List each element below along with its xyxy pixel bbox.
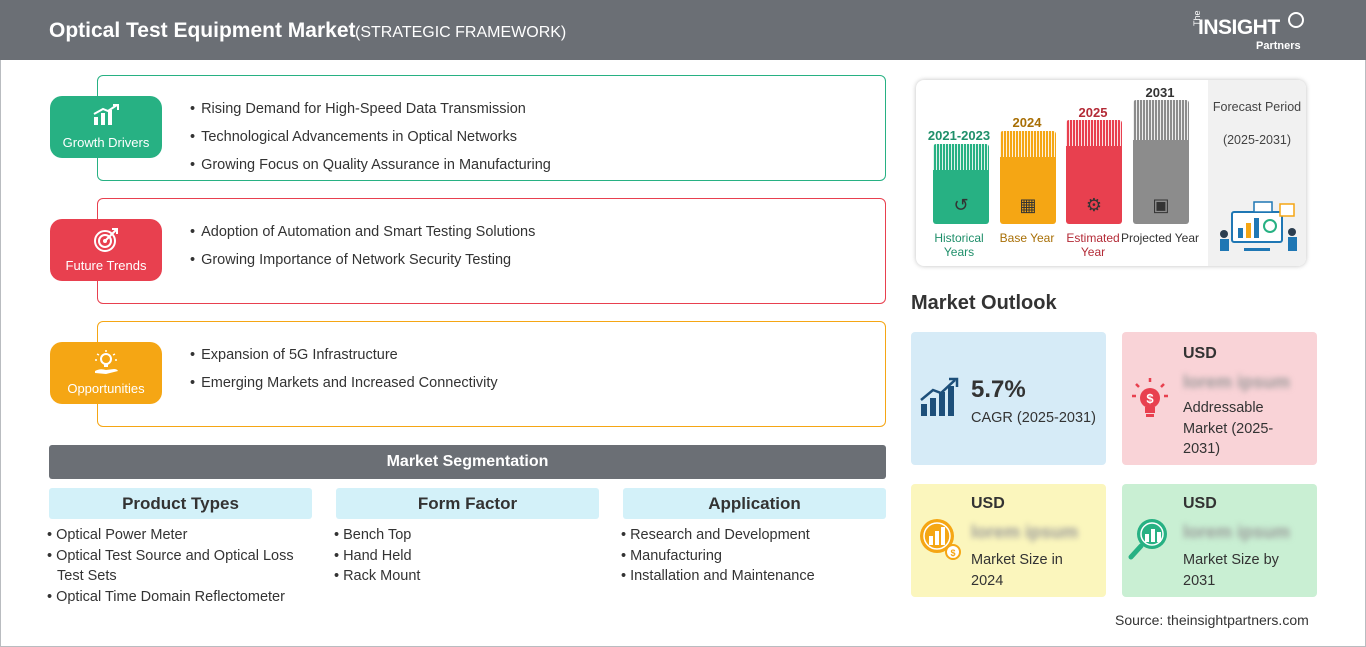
timeline-year-base: 2024	[1012, 115, 1042, 130]
size-2024-currency: USD	[971, 495, 1005, 512]
target-icon	[50, 227, 162, 258]
growth-drivers-box: Rising Demand for High-Speed Data Transm…	[97, 75, 886, 181]
list-item: Installation and Maintenance	[621, 566, 883, 587]
growth-drivers-label: Growth Drivers	[62, 135, 150, 150]
addressable-market-card: $ USD lorem ipsum Addressable Market (20…	[1122, 332, 1317, 465]
market-outlook-title: Market Outlook	[911, 292, 1057, 314]
opportunities-list: Expansion of 5G Infrastructure Emerging …	[190, 341, 498, 397]
logo-insight: INSIGHT	[1198, 16, 1280, 39]
page-subtitle: (STRATEGIC FRAMEWORK)	[355, 24, 567, 41]
cagr-card: 5.7% CAGR (2025-2031)	[911, 332, 1106, 465]
timeline-label-base: Base Year	[999, 231, 1055, 245]
list-item: Growing Focus on Quality Assurance in Ma…	[190, 151, 551, 179]
estimate-chart-icon: ⚙	[1085, 195, 1103, 215]
forecast-period-title: Forecast Period	[1212, 100, 1302, 114]
list-item: Bench Top	[334, 525, 596, 546]
logo-ring-icon	[1288, 12, 1304, 28]
cagr-label: CAGR (2025-2031)	[971, 410, 1096, 426]
future-trends-list: Adoption of Automation and Smart Testing…	[190, 218, 535, 274]
bar-chart-growth-icon	[50, 104, 162, 131]
list-item: Optical Time Domain Reflectometer	[47, 587, 309, 608]
timeline-bar-historical: ↺	[933, 144, 989, 224]
size-2031-label: Market Size by 2031	[1183, 552, 1279, 589]
timeline-bar-base: ▦	[1000, 131, 1056, 224]
forecast-period-range: (2025-2031)	[1222, 133, 1292, 147]
calendar-icon: ▦	[1019, 195, 1037, 215]
list-item: Manufacturing	[621, 546, 883, 567]
market-size-2031-card: USD lorem ipsum Market Size by 2031	[1122, 484, 1317, 597]
timeline-label-estimated: Estimated Year	[1066, 231, 1120, 259]
magnifier-chart-icon	[1128, 516, 1174, 570]
presentation-icon: ▣	[1152, 195, 1170, 215]
opportunities-label: Opportunities	[67, 381, 145, 396]
svg-text:$: $	[950, 548, 955, 558]
size-2031-value: lorem ipsum	[1183, 522, 1291, 542]
page-title: Optical Test Equipment Market	[49, 19, 356, 42]
application-list: Research and Development Manufacturing I…	[621, 525, 883, 587]
dollar-lightbulb-icon: $	[1130, 376, 1170, 428]
insight-partners-logo[interactable]: The INSIGHT Partners	[1190, 10, 1310, 54]
list-item: Hand Held	[334, 546, 596, 567]
growth-chart-icon	[919, 376, 961, 426]
growth-drivers-badge: Growth Drivers	[50, 96, 162, 158]
segment-header-application: Application	[623, 488, 886, 519]
lightbulb-hand-icon	[50, 350, 162, 381]
list-item: Research and Development	[621, 525, 883, 546]
cagr-value: 5.7%	[971, 376, 1026, 403]
list-item: Technological Advancements in Optical Ne…	[190, 123, 551, 151]
timeline-label-projected: Projected Year	[1120, 231, 1200, 245]
size-2024-label: Market Size in 2024	[971, 552, 1063, 589]
product-types-list: Optical Power Meter Optical Test Source …	[47, 525, 309, 607]
opportunities-box: Expansion of 5G Infrastructure Emerging …	[97, 321, 886, 427]
list-item: Expansion of 5G Infrastructure	[190, 341, 498, 369]
list-item: Adoption of Automation and Smart Testing…	[190, 218, 535, 246]
analytics-people-icon	[1214, 198, 1302, 261]
size-2031-currency: USD	[1183, 495, 1217, 512]
size-2024-value: lorem ipsum	[971, 522, 1079, 542]
coin-chart-icon: $	[917, 516, 963, 570]
future-trends-badge: Future Trends	[50, 219, 162, 281]
timeline-bar-projected: ▣	[1133, 100, 1189, 224]
market-segmentation-bar: Market Segmentation	[49, 445, 886, 479]
timeline-year-projected: 2031	[1145, 85, 1175, 100]
growth-drivers-list: Rising Demand for High-Speed Data Transm…	[190, 95, 551, 179]
source-link[interactable]: Source: theinsightpartners.com	[1115, 612, 1309, 628]
list-item: Growing Importance of Network Security T…	[190, 246, 535, 274]
form-factor-list: Bench Top Hand Held Rack Mount	[334, 525, 596, 587]
segment-header-form-factor: Form Factor	[336, 488, 599, 519]
timeline-label-historical: Historical Years	[934, 231, 984, 259]
timeline-panel: 2021-2023 ↺ Historical Years 2024 ▦ Base…	[916, 80, 1306, 266]
list-item: Optical Test Source and Optical Loss Tes…	[47, 546, 309, 587]
timeline-year-historical: 2021-2023	[927, 128, 991, 143]
history-icon: ↺	[953, 195, 969, 215]
list-item: Optical Power Meter	[47, 525, 309, 546]
list-item: Emerging Markets and Increased Connectiv…	[190, 369, 498, 397]
future-trends-box: Adoption of Automation and Smart Testing…	[97, 198, 886, 304]
addressable-value: lorem ipsum	[1183, 372, 1291, 392]
market-size-2024-card: $ USD lorem ipsum Market Size in 2024	[911, 484, 1106, 597]
timeline-year-estimated: 2025	[1078, 105, 1108, 120]
segment-header-product-types: Product Types	[49, 488, 312, 519]
future-trends-label: Future Trends	[65, 258, 147, 273]
opportunities-badge: Opportunities	[50, 342, 162, 404]
list-item: Rack Mount	[334, 566, 596, 587]
list-item: Rising Demand for High-Speed Data Transm…	[190, 95, 551, 123]
timeline-bar-estimated: ⚙	[1066, 120, 1122, 224]
addressable-label: Addressable Market (2025-2031)	[1183, 400, 1274, 457]
svg-text:$: $	[1146, 391, 1154, 406]
logo-partners: Partners	[1256, 40, 1301, 52]
header-bar: Optical Test Equipment Market (STRATEGIC…	[0, 0, 1366, 60]
forecast-period-panel: Forecast Period (2025-2031)	[1208, 80, 1306, 266]
addressable-currency: USD	[1183, 345, 1217, 362]
